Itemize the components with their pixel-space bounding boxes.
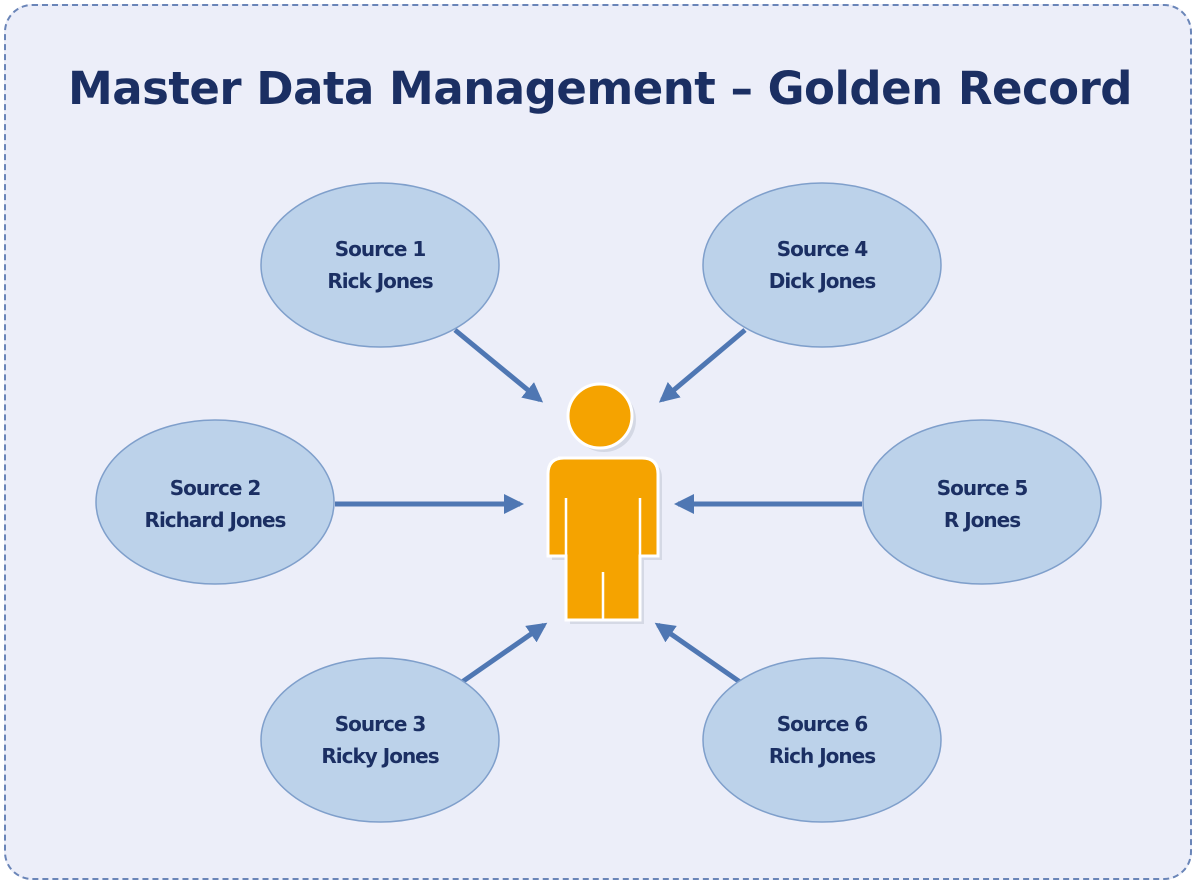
source-value: Richard Jones	[145, 508, 286, 532]
person-icon	[546, 382, 662, 624]
source-node-ellipse	[260, 182, 500, 348]
source-node-2: Source 2 Richard Jones	[95, 419, 335, 585]
arrow-source-1	[453, 328, 544, 403]
source-name: Source 3	[335, 712, 426, 736]
source-node-ellipse	[702, 657, 942, 823]
source-node-ellipse	[95, 419, 335, 585]
source-value: Dick Jones	[769, 269, 876, 293]
diagram-title: Master Data Management – Golden Record	[67, 62, 1133, 115]
source-node-3: Source 3 Ricky Jones	[260, 657, 500, 823]
source-name: Source 4	[777, 237, 868, 261]
source-node-ellipse	[702, 182, 942, 348]
source-name: Source 1	[335, 237, 426, 261]
source-name: Source 5	[937, 476, 1028, 500]
source-node-6: Source 6 Rich Jones	[702, 657, 942, 823]
source-name: Source 6	[777, 712, 868, 736]
arrow-group	[335, 328, 862, 685]
source-node-4: Source 4 Dick Jones	[702, 182, 942, 348]
source-value: Rick Jones	[327, 269, 432, 293]
source-name: Source 2	[170, 476, 261, 500]
source-value: Rich Jones	[769, 744, 875, 768]
source-node-ellipse	[862, 419, 1102, 585]
arrow-source-6	[654, 622, 742, 685]
source-node-ellipse	[260, 657, 500, 823]
arrow-source-4	[658, 328, 747, 403]
source-value: Ricky Jones	[321, 744, 438, 768]
source-value: R Jones	[944, 508, 1020, 532]
source-node-1: Source 1 Rick Jones	[260, 182, 500, 348]
arrow-source-3	[460, 622, 548, 685]
source-node-5: Source 5 R Jones	[862, 419, 1102, 585]
